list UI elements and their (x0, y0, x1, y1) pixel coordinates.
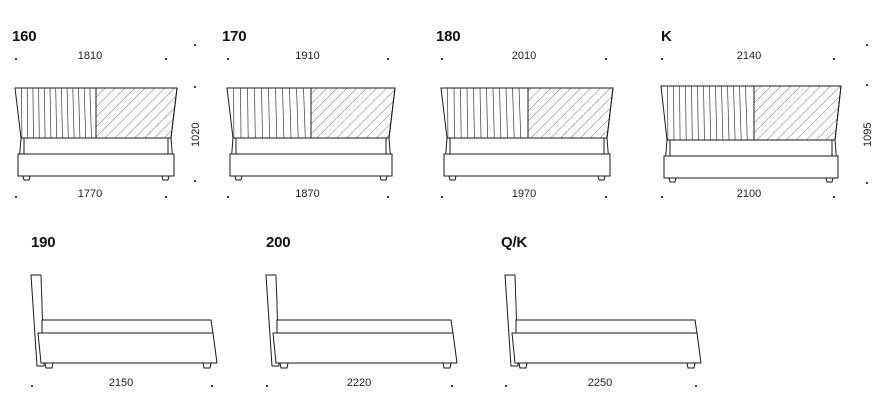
dimension-bottom: 2250 (587, 377, 613, 389)
dimension-bottom: 1770 (77, 188, 103, 200)
dimension-bottom: 2220 (346, 377, 372, 389)
unit-title: K (661, 28, 672, 45)
dimension-dot (227, 58, 229, 60)
sofa-front-outline (220, 87, 396, 186)
dimension-side: 1095 (862, 122, 874, 148)
dimension-top: 1810 (77, 50, 103, 62)
dimension-dot (661, 58, 663, 60)
dimension-dot (165, 58, 167, 60)
sofa-front-outline (8, 87, 178, 186)
bed-side-outline (25, 273, 220, 378)
dimension-dot (15, 196, 17, 198)
dimension-dot (866, 84, 868, 86)
dimension-dot (605, 58, 607, 60)
unit-front-K: K 2140 (648, 0, 863, 210)
dimension-dot (866, 182, 868, 184)
dimension-top: 1910 (295, 50, 320, 62)
sofa-front-outline (434, 87, 614, 186)
unit-title: 160 (12, 28, 37, 45)
dimension-dot (31, 385, 33, 387)
unit-front-160: 160 1810 (0, 0, 210, 210)
dimension-dot (833, 196, 835, 198)
dimension-bottom: 1970 (511, 188, 537, 200)
dimension-bottom: 2150 (108, 377, 134, 389)
dimension-dot (165, 196, 167, 198)
unit-side-190: 190 2150 (0, 225, 230, 418)
dimension-top: 2010 (511, 50, 537, 62)
dimension-dot (194, 44, 196, 46)
dimension-dot (266, 385, 268, 387)
unit-title: 180 (436, 28, 461, 45)
dimension-dot (441, 58, 443, 60)
dimension-dot (387, 196, 389, 198)
dimension-bottom: 1870 (295, 188, 320, 200)
dimension-dot (441, 196, 443, 198)
bed-side-outline (499, 273, 704, 378)
unit-front-170: 170 1910 (215, 0, 425, 210)
unit-title: Q/K (501, 234, 528, 251)
unit-title: 190 (31, 234, 56, 251)
unit-title: 170 (222, 28, 247, 45)
dimension-dot (505, 385, 507, 387)
dimension-top: 2140 (736, 50, 762, 62)
dimension-dot (194, 86, 196, 88)
dimension-side: 1020 (190, 122, 202, 148)
dimension-dot (695, 385, 697, 387)
dimension-dot (387, 58, 389, 60)
dimension-dot (227, 196, 229, 198)
dimension-dot (15, 58, 17, 60)
bed-side-outline (260, 273, 460, 378)
dimension-dot (833, 58, 835, 60)
dimension-dot (451, 385, 453, 387)
unit-title: 200 (266, 234, 291, 251)
dimension-dot (866, 44, 868, 46)
sofa-front-outline (654, 85, 842, 188)
dimension-dot (211, 385, 213, 387)
unit-front-180: 180 2010 (428, 0, 643, 210)
dimension-dot (605, 196, 607, 198)
dimension-bottom: 2100 (736, 188, 762, 200)
dimension-dot (661, 196, 663, 198)
dimension-dot (194, 180, 196, 182)
unit-side-200: 200 2220 (230, 225, 470, 418)
unit-side-QK: Q/K 2250 (465, 225, 715, 418)
